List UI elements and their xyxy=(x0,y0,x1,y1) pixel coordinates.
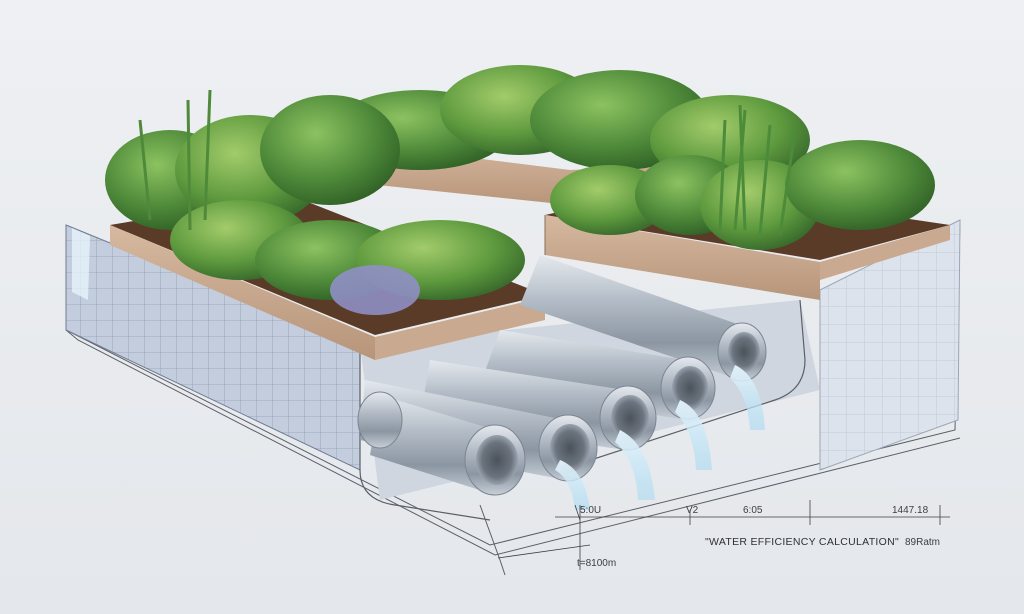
dimension-lines xyxy=(497,500,950,570)
water-streams xyxy=(555,365,765,510)
water-stream-4 xyxy=(730,365,765,430)
wall-waterfall xyxy=(72,228,90,300)
water-stream-3 xyxy=(675,400,712,470)
dim-label-c: 6:05 xyxy=(743,505,763,516)
dim-label-b: V2 xyxy=(686,505,699,516)
annotation-labels: 5:0U V2 6:05 1447.18 t=8100m "WATER EFFI… xyxy=(577,505,940,569)
pipe-1 xyxy=(357,391,526,496)
planter-right xyxy=(544,104,950,300)
lavender-patch xyxy=(330,265,420,315)
left-tile-wall xyxy=(65,224,361,471)
caption-water-efficiency: "WATER EFFICIENCY CALCULATION" xyxy=(705,536,899,548)
dim-label-a: 5:0U xyxy=(580,505,601,516)
channel-curve-right xyxy=(559,299,806,471)
planter-left xyxy=(105,89,545,360)
channel-curve-left xyxy=(359,340,491,521)
dim-label-e: t=8100m xyxy=(577,558,616,569)
pipe-5 xyxy=(520,255,767,382)
dim-label-d: 1447.18 xyxy=(892,505,929,516)
caption-value: 89Ratm xyxy=(905,537,940,548)
water-stream-2 xyxy=(615,430,655,500)
water-stream-1 xyxy=(555,460,590,510)
pipe-array xyxy=(357,255,767,496)
